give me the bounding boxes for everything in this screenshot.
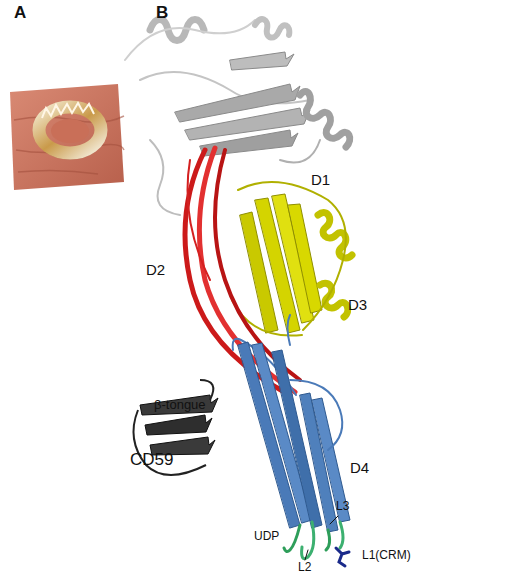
domain-d4 bbox=[233, 315, 350, 532]
part-label: D1 bbox=[311, 172, 330, 189]
part-label: L2 bbox=[298, 561, 311, 574]
part-label: D2 bbox=[146, 262, 165, 279]
part-label: UDP bbox=[254, 530, 279, 543]
part-label: β-tongue bbox=[154, 398, 206, 412]
part-label: D3 bbox=[348, 297, 367, 314]
domain-d3 bbox=[232, 182, 352, 336]
part-label: L1(CRM) bbox=[362, 549, 411, 562]
part-label: A bbox=[14, 4, 26, 23]
part-label: L3 bbox=[336, 500, 349, 513]
part-label: CD59 bbox=[130, 451, 173, 470]
domain-d1 bbox=[125, 19, 350, 215]
afm-image bbox=[10, 84, 124, 190]
membrane-loops bbox=[284, 516, 349, 566]
part-label: B bbox=[156, 4, 168, 23]
part-label: D4 bbox=[350, 460, 369, 477]
